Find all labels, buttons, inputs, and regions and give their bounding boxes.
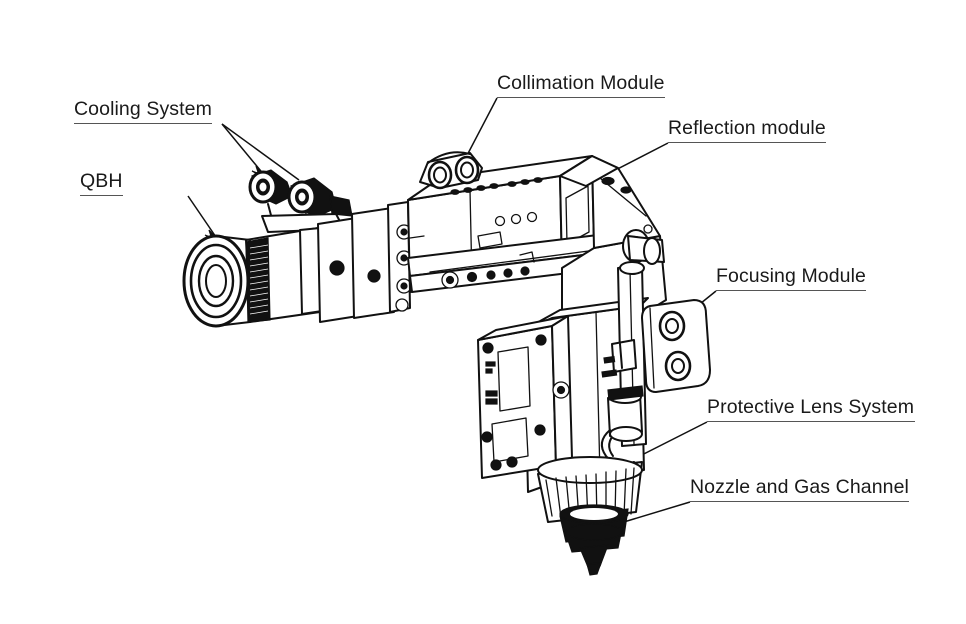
callout-rule-nozzle-and-gas-channel	[690, 500, 909, 502]
callout-label-reflection-module: Reflection module	[668, 117, 826, 139]
callout-reflection-module: Reflection module	[668, 117, 826, 143]
callout-qbh: QBH	[80, 170, 123, 196]
callout-collimation-module: Collimation Module	[497, 72, 665, 98]
protective-lens-drawer	[600, 385, 644, 465]
callout-label-collimation-module: Collimation Module	[497, 72, 665, 94]
callout-label-protective-lens-system: Protective Lens System	[707, 396, 915, 418]
callout-rule-cooling-system	[74, 122, 212, 124]
sensor-box	[477, 315, 618, 479]
callout-rule-focusing-module	[716, 289, 866, 291]
callout-label-qbh: QBH	[80, 170, 123, 192]
callout-focusing-module: Focusing Module	[716, 265, 866, 291]
callout-protective-lens-system: Protective Lens System	[707, 396, 915, 422]
callout-rule-collimation-module	[497, 96, 665, 98]
callout-rule-protective-lens-system	[707, 420, 915, 422]
nozzle-and-gas-channel	[537, 456, 643, 576]
callout-rule-reflection-module	[668, 141, 826, 143]
callout-label-focusing-module: Focusing Module	[716, 265, 866, 287]
cooling-fittings	[248, 169, 353, 233]
callout-cooling-system: Cooling System	[74, 98, 212, 124]
callout-label-cooling-system: Cooling System	[74, 98, 212, 120]
callout-label-nozzle-and-gas-channel: Nozzle and Gas Channel	[690, 476, 909, 498]
callout-rule-qbh	[80, 194, 123, 196]
callout-nozzle-and-gas-channel: Nozzle and Gas Channel	[690, 476, 909, 502]
collimation-module	[317, 151, 595, 323]
